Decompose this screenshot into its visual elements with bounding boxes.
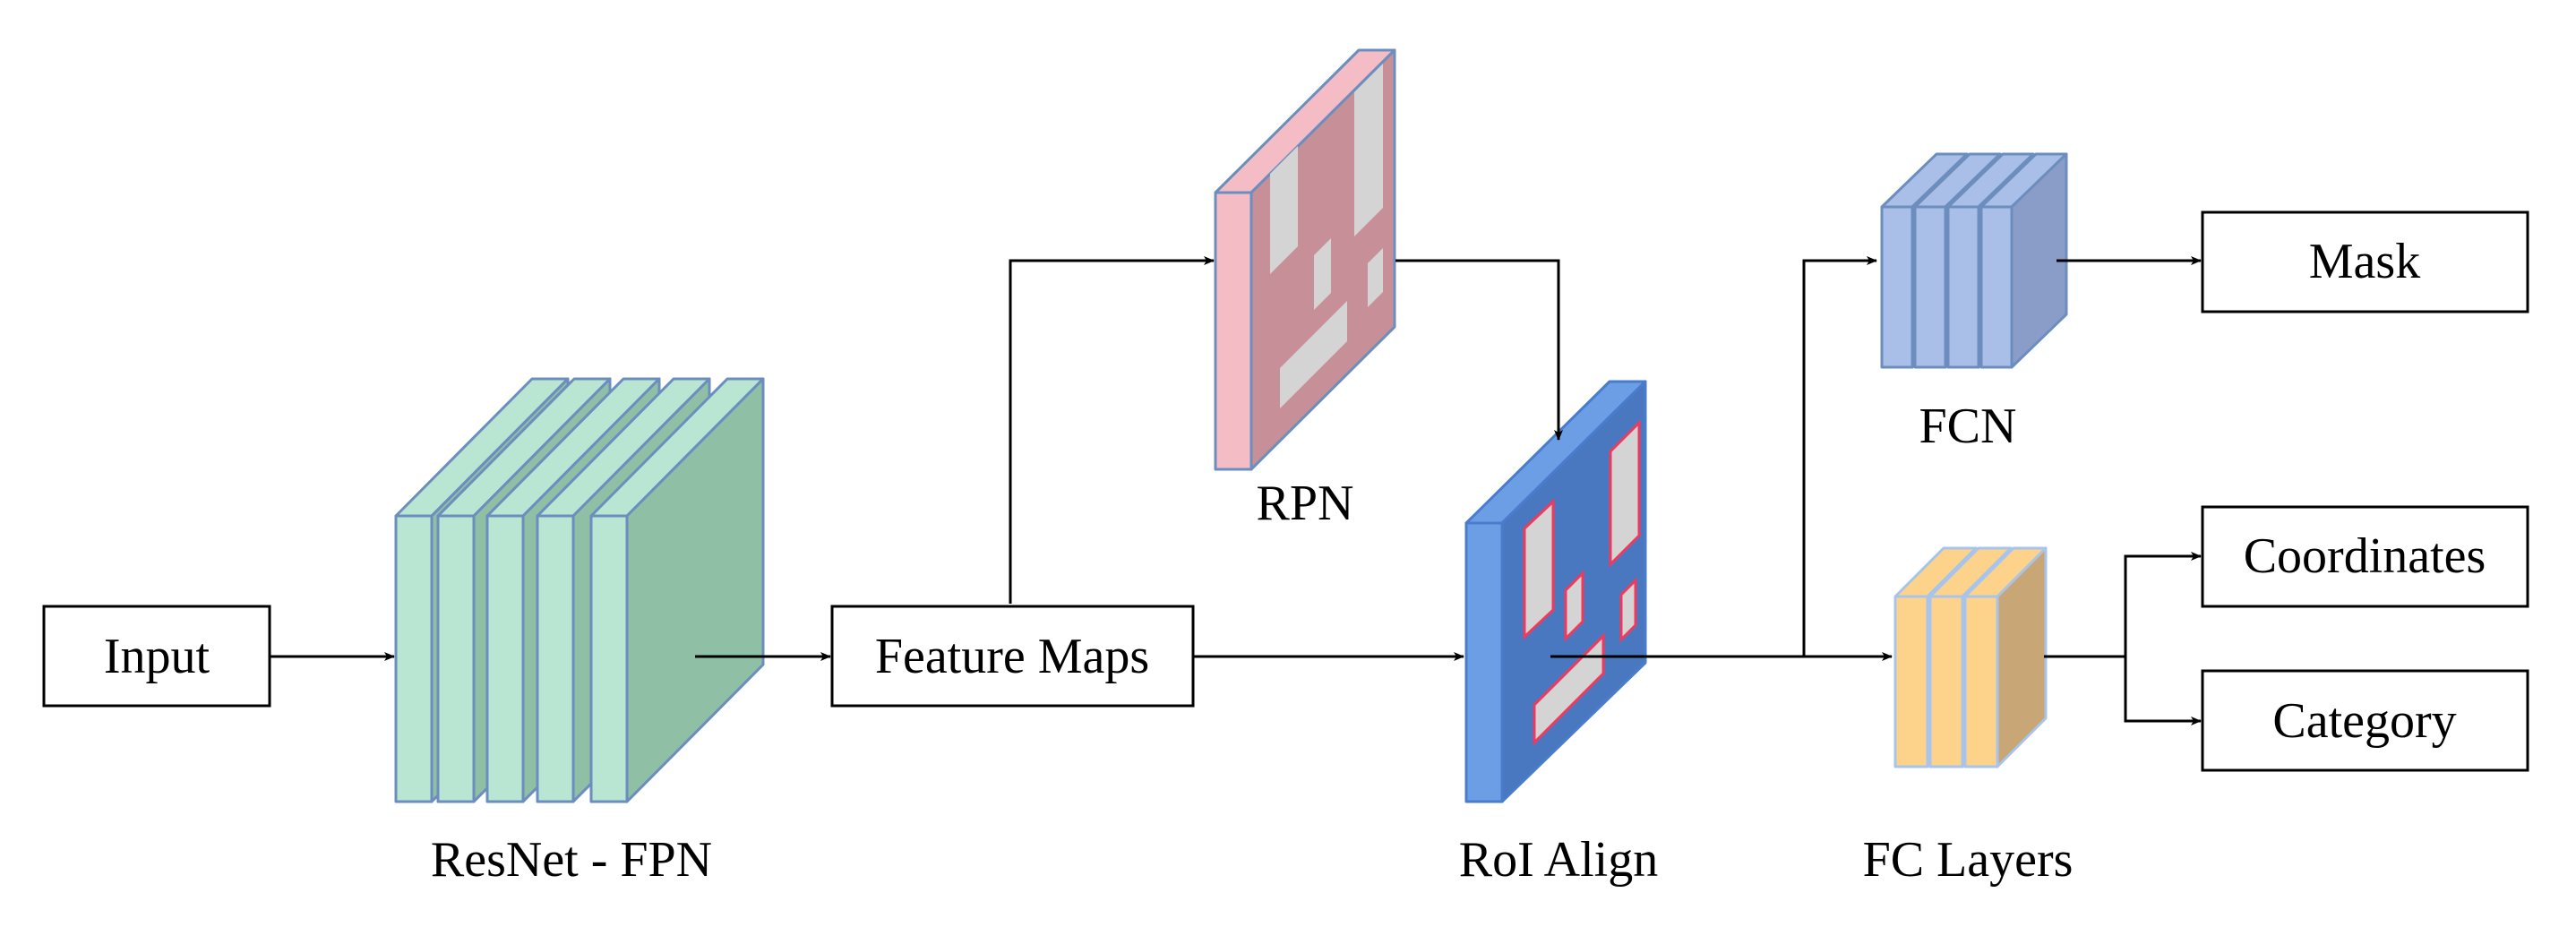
rpn-front [1214, 191, 1253, 471]
node-input-label: Input [104, 629, 210, 684]
rpn-region-3 [1354, 64, 1383, 236]
rpn-region-4 [1368, 248, 1383, 307]
resnet-layer-5 [589, 377, 765, 803]
roi-box-1 [1523, 498, 1555, 640]
roi-box-5 [1533, 632, 1605, 746]
label-fc-layers: FC Layers [1863, 832, 2074, 888]
node-category: Category [2201, 669, 2529, 772]
arrow-roi-to-fcn [1802, 256, 1877, 657]
arrow-rpn-to-roi [1395, 259, 1563, 441]
node-coordinates-label: Coordinates [2244, 528, 2486, 584]
fcn-layer-3-front [1946, 205, 1980, 369]
roi-front [1464, 521, 1504, 803]
node-input: Input [42, 605, 271, 708]
node-category-box [2201, 669, 2529, 772]
rpn-region-1 [1270, 146, 1298, 274]
arrow-fc-to-category [2124, 657, 2202, 725]
resnet-layer-5-front [589, 514, 629, 803]
resnet-layer-1-front [394, 514, 434, 803]
node-category-label: Category [2272, 693, 2456, 749]
fc-layer-3-front [1963, 595, 1999, 768]
fc-layer-2-front [1928, 595, 1964, 768]
roi-box-3 [1609, 419, 1641, 568]
label-fcn: FCN [1919, 399, 2017, 454]
roi-box-4 [1619, 577, 1637, 643]
label-resnet-fpn: ResNet - FPN [431, 832, 712, 888]
fcn-layer-4-front [1979, 205, 2014, 369]
fc-layer-1-front [1893, 595, 1929, 768]
rpn-block [1214, 48, 1396, 471]
node-mask-label: Mask [2309, 234, 2420, 289]
node-feature-maps-label: Feature Maps [875, 629, 1149, 684]
node-feature-maps-box [830, 605, 1195, 708]
resnet-layer-4-front [536, 514, 575, 803]
fcn-layer-4 [1979, 152, 2068, 369]
fc-layer-3 [1963, 546, 2048, 768]
resnet-fpn-block [394, 377, 765, 803]
node-coordinates: Coordinates [2201, 505, 2529, 608]
node-coordinates-box [2201, 505, 2529, 608]
fcn-block [1880, 152, 2068, 369]
fcn-layer-2-front [1913, 205, 1947, 369]
fcn-layer-1-front [1880, 205, 1914, 369]
connectors [270, 256, 2202, 725]
arrow-feature-maps-to-rpn [1009, 256, 1215, 604]
resnet-layer-2-front [436, 514, 476, 803]
label-rpn: RPN [1257, 476, 1354, 531]
rpn-region-5 [1280, 301, 1347, 408]
node-feature-maps: Feature Maps [830, 605, 1195, 708]
node-mask: Mask [2201, 210, 2529, 313]
resnet-layer-3-front [485, 514, 525, 803]
roi-align-block [1464, 380, 1647, 803]
rpn-region-2 [1314, 238, 1331, 310]
node-input-box [42, 605, 271, 708]
fc-layers-block [1893, 546, 2048, 768]
label-roi-align: RoI Align [1459, 832, 1658, 888]
node-mask-box [2201, 210, 2529, 313]
arrow-fc-to-coordinates [2044, 552, 2202, 658]
roi-box-2 [1564, 570, 1584, 642]
